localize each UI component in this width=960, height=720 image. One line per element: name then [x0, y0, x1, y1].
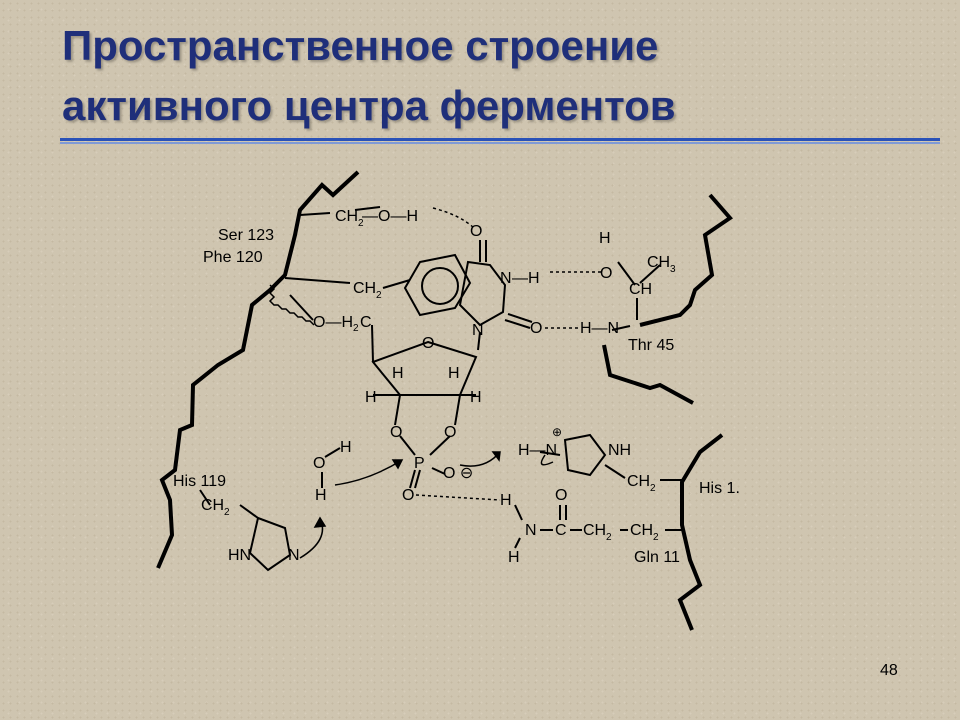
slide-title-line1: Пространственное строение — [62, 22, 659, 69]
svg-text:2: 2 — [650, 483, 656, 494]
his119-imidazole — [248, 516, 292, 572]
title-underline — [60, 138, 940, 141]
svg-text:H—N: H—N — [580, 320, 619, 337]
his1-imidazole — [563, 433, 607, 477]
svg-text:O: O — [402, 487, 414, 504]
uracil-ring — [458, 260, 507, 327]
svg-text:—H: —H — [512, 270, 540, 287]
label-his119: His 119 — [173, 473, 226, 490]
phenyl-ring — [403, 253, 472, 317]
svg-text:NH: NH — [608, 442, 631, 459]
label-phe120: Phe 120 — [203, 249, 263, 266]
ribose-ring — [371, 340, 478, 396]
svg-text:H: H — [500, 492, 512, 509]
left-backbone — [156, 170, 360, 569]
svg-text:2: 2 — [353, 323, 359, 334]
title-underline-light — [60, 142, 940, 144]
svg-text:H: H — [340, 439, 352, 456]
label-gln11: Gln 11 — [634, 549, 680, 566]
svg-text:H: H — [508, 549, 520, 566]
svg-text:CH: CH — [629, 281, 652, 298]
right-backbone-bottom — [602, 344, 694, 405]
svg-text:2: 2 — [653, 532, 659, 543]
svg-text:⊕: ⊕ — [552, 425, 562, 439]
svg-text:—O—H: —O—H — [362, 208, 418, 225]
svg-text:O: O — [530, 320, 542, 337]
slide-title-line2: активного центра ферментов — [62, 82, 676, 129]
svg-text:H: H — [470, 389, 482, 406]
svg-text:CH: CH — [201, 497, 224, 514]
svg-text:N: N — [525, 522, 537, 539]
svg-text:N: N — [288, 547, 300, 564]
page-number: 48 — [880, 662, 898, 679]
label-thr45: Thr 45 — [628, 337, 674, 354]
svg-text:N: N — [500, 270, 512, 287]
svg-text:H: H — [599, 230, 611, 247]
svg-text:H: H — [392, 365, 404, 382]
svg-text:O: O — [470, 223, 482, 240]
svg-text:2: 2 — [606, 532, 612, 543]
svg-text:N: N — [472, 322, 484, 339]
label-ser123: Ser 123 — [218, 227, 274, 244]
svg-text:CH: CH — [647, 254, 670, 271]
svg-text:CH: CH — [583, 522, 606, 539]
svg-text:CH: CH — [627, 473, 650, 490]
svg-text:O: O — [422, 335, 434, 352]
svg-text:H: H — [315, 487, 327, 504]
svg-text:O: O — [555, 487, 567, 504]
svg-text:H: H — [448, 365, 460, 382]
svg-text:O ⊖: O ⊖ — [443, 465, 473, 482]
right-backbone-his — [677, 433, 724, 631]
svg-text:HN: HN — [228, 547, 251, 564]
svg-text:CH: CH — [630, 522, 653, 539]
svg-text:2: 2 — [358, 218, 364, 229]
hydrogen-bonds — [415, 207, 603, 501]
svg-text:C: C — [555, 522, 567, 539]
svg-text:O: O — [600, 265, 612, 282]
right-backbone-top — [639, 193, 733, 327]
wavy-bond — [268, 284, 315, 326]
svg-text:H: H — [365, 389, 377, 406]
svg-text:CH: CH — [353, 280, 376, 297]
svg-text:O: O — [390, 424, 402, 441]
label-his1: His 1. — [699, 480, 740, 497]
svg-text:C: C — [360, 314, 372, 331]
svg-text:P: P — [414, 455, 425, 472]
svg-text:2: 2 — [376, 290, 382, 301]
electron-arrows — [299, 451, 554, 559]
svg-text:3: 3 — [670, 264, 676, 275]
svg-text:O—H: O—H — [313, 314, 353, 331]
svg-text:O: O — [444, 424, 456, 441]
svg-text:2: 2 — [224, 507, 230, 518]
svg-text:CH: CH — [335, 208, 358, 225]
svg-text:H—N: H—N — [518, 442, 557, 459]
svg-text:O: O — [313, 455, 325, 472]
slide-title: Пространственное строение активного цент… — [62, 16, 676, 136]
